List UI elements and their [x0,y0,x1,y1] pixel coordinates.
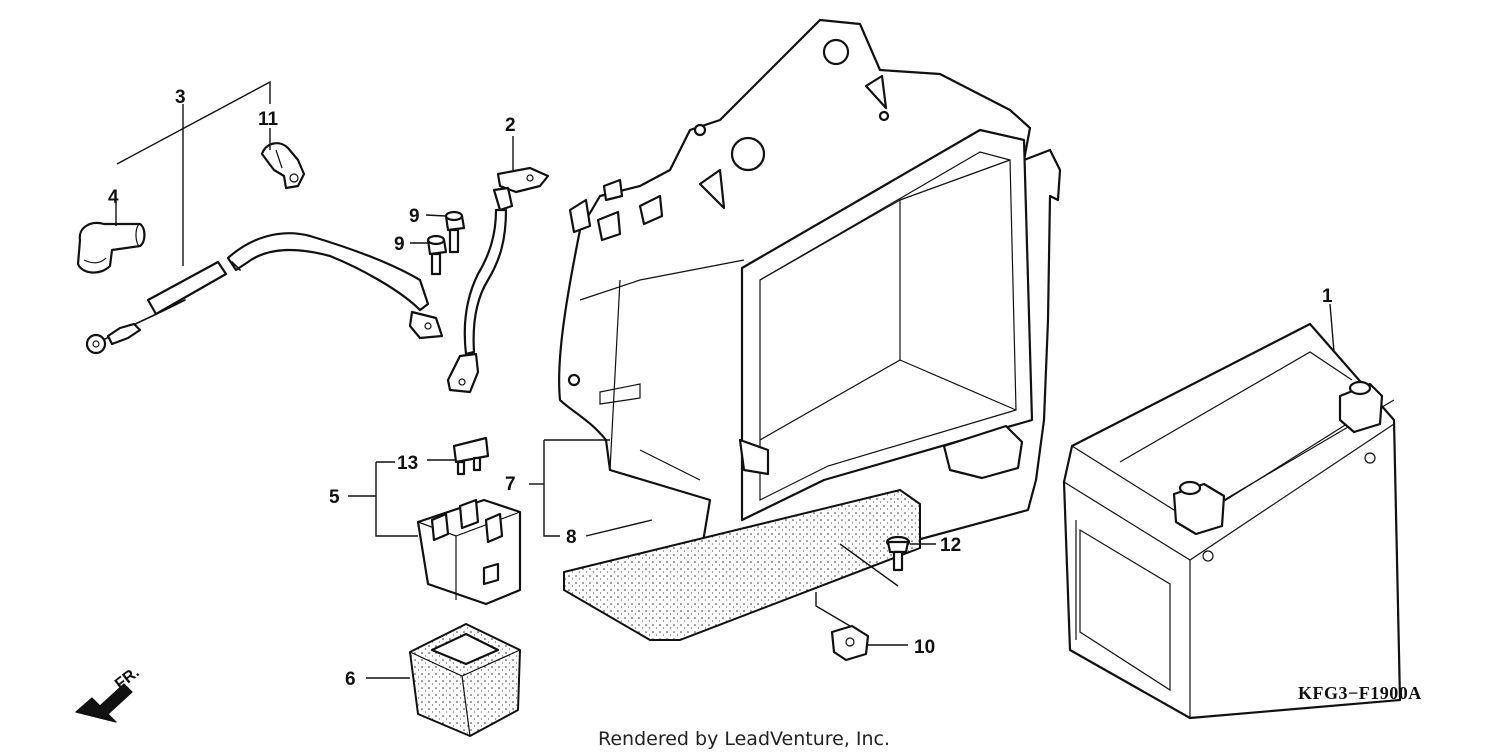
diagram-code: KFG3−F1900A [1298,683,1422,703]
front-arrow-icon [75,683,133,723]
callout-7: 7 [505,474,516,495]
front-direction-marker: FR. [75,664,143,723]
callout-3: 3 [175,87,186,108]
render-credit: Rendered by LeadVenture, Inc. [598,728,890,750]
cable-clip-part [260,142,306,190]
callout-6: 6 [345,669,356,690]
negative-cable-part [85,232,444,355]
callout-1: 1 [1322,286,1333,307]
callout-5: 5 [329,487,340,508]
callout-13: 13 [397,453,418,474]
callout-11: 11 [258,109,279,130]
leader-lines [115,80,1335,679]
bolt-part-upper [444,210,466,254]
callout-12: 12 [940,535,961,556]
callout-10: 10 [914,637,935,658]
terminal-cover-part [76,221,146,274]
battery-box-part [558,18,1062,576]
battery-part [1062,322,1402,720]
callout-4: 4 [108,187,119,208]
callout-2: 2 [505,115,516,136]
fuse-part [452,436,490,476]
relay-boot-part [409,623,521,737]
callout-9-lower: 9 [394,234,405,255]
flange-bolt-part [885,535,911,572]
starter-relay-part [416,498,522,606]
callout-9-upper: 9 [409,206,420,227]
callout-8: 8 [566,527,577,548]
front-marker-label: FR. [112,664,143,693]
bolt-part-lower [426,234,448,276]
nut-clip-part [830,624,870,662]
positive-cable-part [446,166,550,394]
